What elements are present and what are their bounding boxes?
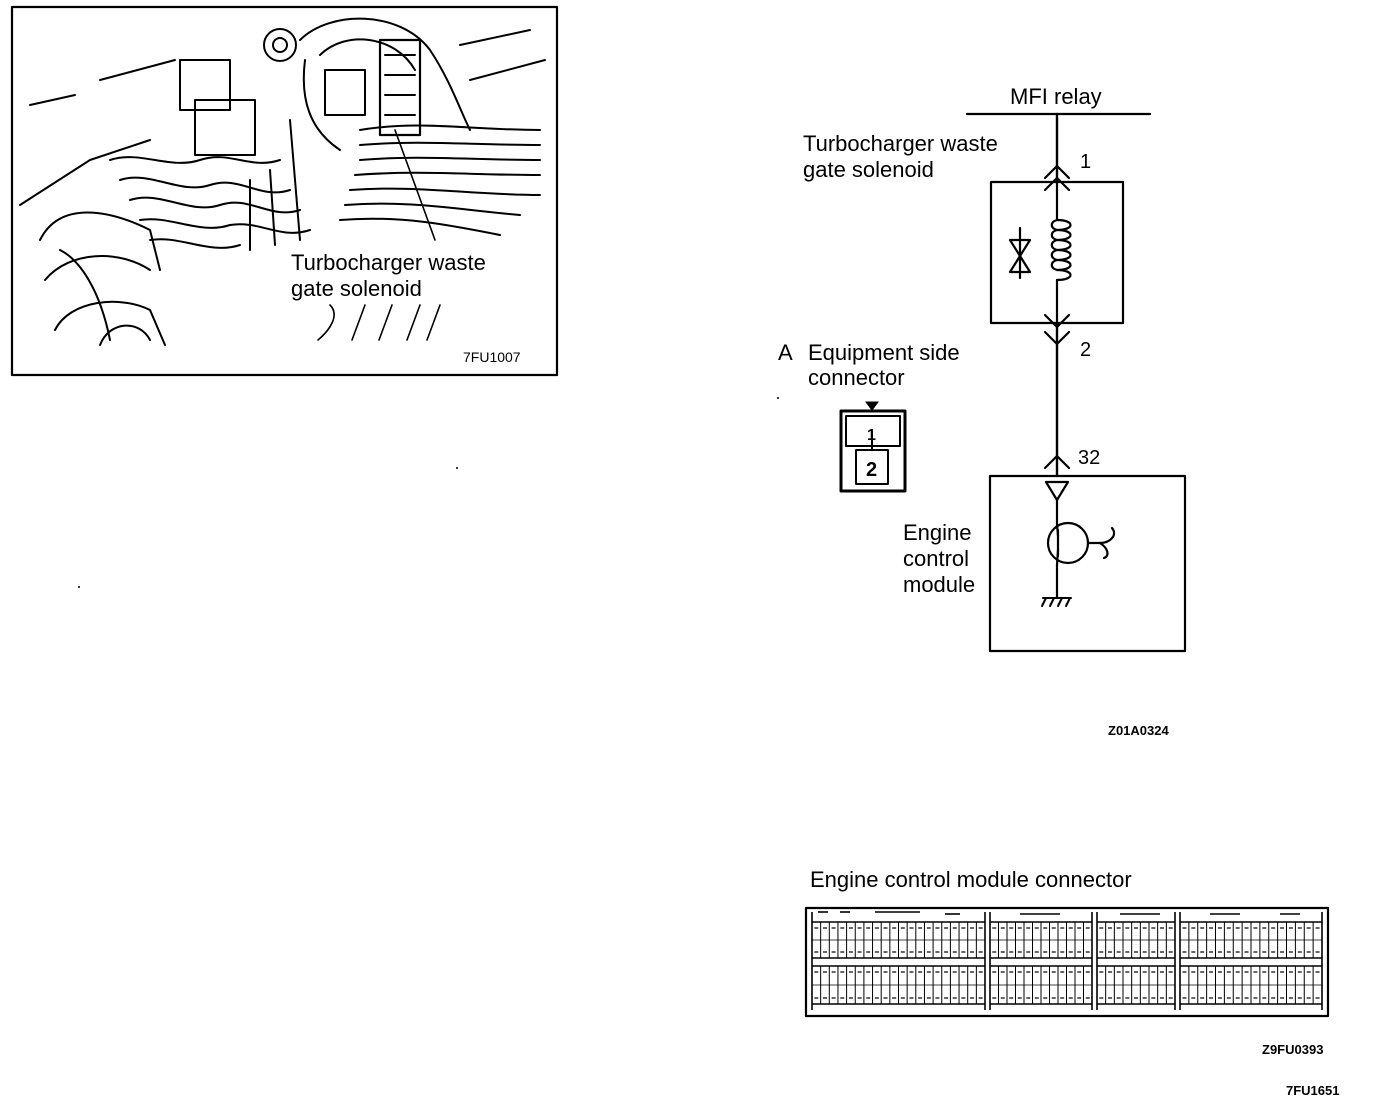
connector-outline xyxy=(839,409,907,493)
ecm-connector-body xyxy=(804,906,1330,1018)
pin1-connector-mark xyxy=(1043,164,1071,180)
connector-key-icon xyxy=(865,401,879,411)
terminal-1-label: 1 xyxy=(867,427,876,444)
ecm-label-line3: module xyxy=(903,572,975,597)
mfi-relay-label: MFI relay xyxy=(1010,84,1102,109)
ecm-box xyxy=(988,474,1187,653)
page-code: 7FU1651 xyxy=(1286,1083,1339,1098)
terminal-2-label: 2 xyxy=(866,459,877,481)
pin-32-label: 32 xyxy=(1078,447,1100,469)
circuit-diagram: MFI relay 1 Turbocharger waste gate sole… xyxy=(803,84,1187,738)
ground-icon xyxy=(1041,597,1072,607)
photo-panel: Turbocharger waste gate solenoid 7FU1007 xyxy=(10,5,559,377)
ecm-connector-pins xyxy=(811,911,1323,1010)
ecm-connector-title: Engine control module connector xyxy=(810,867,1132,892)
equipment-label-line2: connector xyxy=(808,365,905,390)
photo-code: 7FU1007 xyxy=(463,349,521,365)
ecm-connector: Engine control module connector Z9FU0393 xyxy=(804,867,1330,1057)
ecm-connector-code: Z9FU0393 xyxy=(1262,1042,1323,1057)
pin-2-label: 2 xyxy=(1080,339,1091,361)
photo-label-line1: Turbocharger waste xyxy=(291,250,486,275)
solenoid-label-line1: Turbocharger waste xyxy=(803,131,998,156)
ecm-label-line2: control xyxy=(903,546,969,571)
photo-frame xyxy=(10,5,559,377)
equipment-label-prefix: A xyxy=(778,340,793,365)
valve-icon xyxy=(1008,226,1032,280)
pin-1-label: 1 xyxy=(1080,151,1091,173)
solenoid-coil-icon xyxy=(1050,180,1072,325)
transistor-icon xyxy=(1044,480,1116,600)
solenoid-label-line2: gate solenoid xyxy=(803,157,934,182)
ecm-label-line1: Engine xyxy=(903,520,972,545)
circuit-code: Z01A0324 xyxy=(1108,723,1169,738)
equipment-label-line1: Equipment side xyxy=(808,340,960,365)
photo-label-line2: gate solenoid xyxy=(291,276,422,301)
pin32-connector-mark xyxy=(1043,454,1071,470)
equipment-side-connector: A Equipment side connector 1 2 xyxy=(778,340,960,493)
engine-bay-illustration xyxy=(19,17,546,346)
